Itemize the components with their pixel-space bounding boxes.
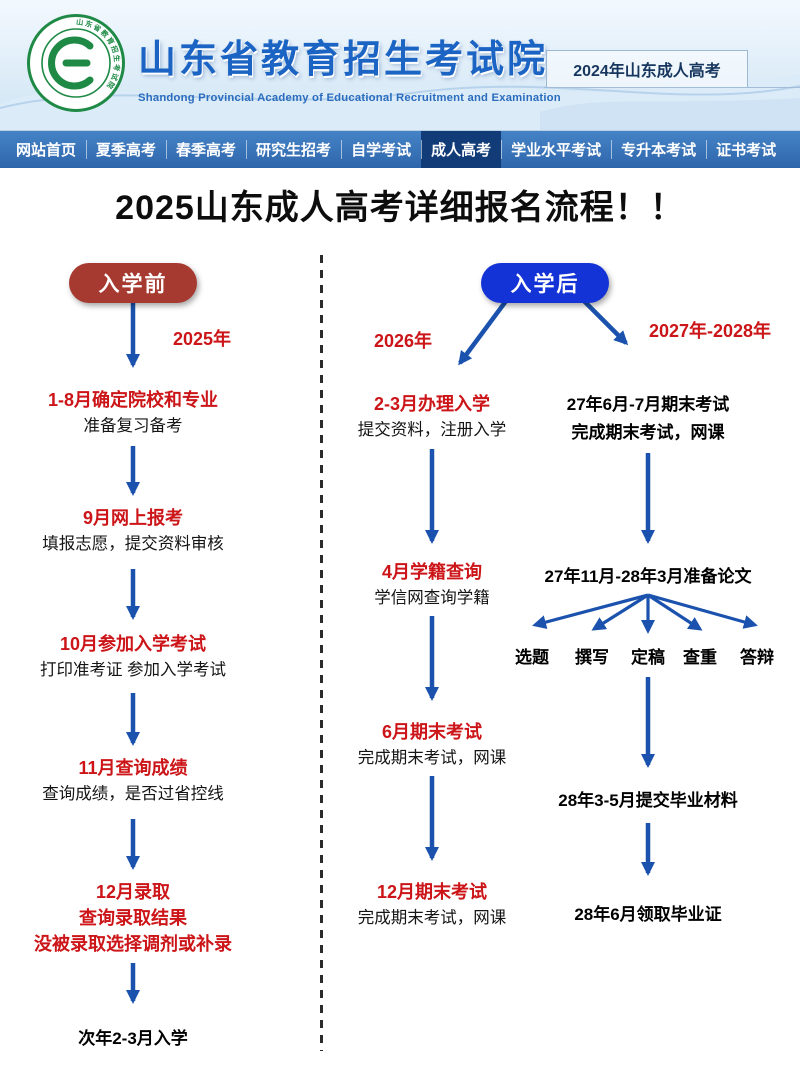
academy-emblem-icon: 山东省教育招生考试院 <box>27 14 125 112</box>
arrow-branch-right <box>582 299 629 346</box>
step-title: 10月参加入学考试 <box>59 634 207 654</box>
step-title: 28年6月领取毕业证 <box>574 905 722 924</box>
right-step-diploma: 28年6月领取毕业证 <box>488 901 800 929</box>
header-titles: 山东省教育招生考试院 Shandong Provincial Academy o… <box>138 28 561 104</box>
flowchart: 入学前 入学后 2025年 2026年 2027年-2028年 1-8月确定院校… <box>0 241 800 1066</box>
year-label-2026: 2026年 <box>373 331 433 351</box>
academy-logo[interactable]: 山东省教育招生考试院 <box>26 13 126 113</box>
site-header: 山东省教育招生考试院 山东省教育招生考试院 Shandong Provincia… <box>0 0 800 131</box>
thesis-item-plagiarism-check: 查重 <box>683 648 717 667</box>
header-mountains-decor <box>0 74 800 130</box>
thesis-item-writing: 撰写 <box>575 648 609 667</box>
step-desc: 完成期末考试，网课 <box>357 749 507 767</box>
step-line3: 没被录取选择调剂或补录 <box>34 934 232 954</box>
flow-step-3: 10月参加入学考试 打印准考证 参加入学考试 <box>0 631 278 683</box>
right-step-thesis: 27年11月-28年3月准备论文 <box>478 563 800 591</box>
nav-item-summer-gaokao[interactable]: 夏季高考 <box>86 131 166 168</box>
flow-step-5: 12月录取 查询录取结果 没被录取选择调剂或补录 <box>0 879 278 957</box>
flow-step-1: 1-8月确定院校和专业 准备复习备考 <box>0 387 278 439</box>
nav-item-spring-gaokao[interactable]: 春季高考 <box>166 131 246 168</box>
thesis-item-finalize: 定稿 <box>631 648 665 667</box>
step-desc: 完成期末考试，网课 <box>571 423 725 442</box>
nav-item-zhuanshengben-exam[interactable]: 专升本考试 <box>611 131 706 168</box>
year-label-2027-2028: 2027年-2028年 <box>648 321 772 341</box>
nav-item-adult-gaokao[interactable]: 成人高考 <box>421 131 502 168</box>
header-badge[interactable]: 2024年山东成人高考 <box>546 50 748 88</box>
step-title: 27年11月-28年3月准备论文 <box>544 567 752 586</box>
year-label-2025: 2025年 <box>172 329 232 349</box>
flow-step-2: 9月网上报考 填报志愿，提交资料审核 <box>0 505 278 557</box>
nav-item-self-study-exam[interactable]: 自学考试 <box>341 131 421 168</box>
arrow-fan-2 <box>591 593 649 631</box>
mid-step-3: 6月期末考试 完成期末考试，网课 <box>292 719 572 771</box>
step-title: 11月查询成绩 <box>78 758 188 778</box>
nav-item-site-home[interactable]: 网站首页 <box>16 142 77 159</box>
step-title: 6月期末考试 <box>381 722 482 742</box>
thesis-item-topic: 选题 <box>515 648 549 667</box>
pill-after-enrollment: 入学后 <box>481 263 609 303</box>
nav-item-graduate-admission[interactable]: 研究生招考 <box>246 131 341 168</box>
step-title: 2-3月办理入学 <box>373 394 490 414</box>
flow-step-4: 11月查询成绩 查询成绩，是否过省控线 <box>0 755 278 807</box>
nav-item-academic-level-exam[interactable]: 学业水平考试 <box>501 131 611 168</box>
step-title: 28年3-5月提交毕业材料 <box>558 791 738 810</box>
step-desc: 打印准考证 参加入学考试 <box>39 661 227 679</box>
step-desc: 学信网查询学籍 <box>374 589 490 607</box>
step-title: 9月网上报考 <box>82 508 183 528</box>
step-title: 12月期末考试 <box>376 882 488 902</box>
page-title: 2025山东成人高考详细报名流程！！ <box>115 189 685 227</box>
mid-step-1: 2-3月办理入学 提交资料，注册入学 <box>292 391 572 443</box>
step-desc: 准备复习备考 <box>83 417 183 435</box>
step-title: 27年6月-7月期末考试 <box>566 395 730 414</box>
dashed-divider <box>320 255 323 1051</box>
step-title: 4月学籍查询 <box>381 562 482 582</box>
step-desc: 完成期末考试，网课 <box>357 909 507 927</box>
main-nav: 网站首页 夏季高考 春季高考 研究生招考 自学考试 成人高考 学业水平考试 专升… <box>0 131 800 168</box>
title-band: 2025山东成人高考详细报名流程！！ <box>0 168 800 241</box>
final-label: 次年2-3月入学 <box>78 1029 188 1048</box>
site-subtitle: Shandong Provincial Academy of Education… <box>138 92 561 104</box>
step-line2: 查询录取结果 <box>79 908 187 928</box>
arrow-fan-5 <box>647 593 758 629</box>
mid-step-2: 4月学籍查询 学信网查询学籍 <box>292 559 572 611</box>
step-desc: 查询成绩，是否过省控线 <box>42 785 224 803</box>
arrow-branch-mid <box>458 299 508 366</box>
step-title: 12月录取 <box>95 882 171 902</box>
right-step-materials: 28年3-5月提交毕业材料 <box>488 787 800 815</box>
step-desc: 提交资料，注册入学 <box>357 421 507 439</box>
nav-item-certificate-exam[interactable]: 证书考试 <box>706 131 786 168</box>
step-title: 1-8月确定院校和专业 <box>47 390 218 410</box>
thesis-item-defense: 答辩 <box>740 648 774 667</box>
flow-final-step: 次年2-3月入学 <box>0 1025 278 1053</box>
header-badge-label: 2024年山东成人高考 <box>573 63 721 80</box>
right-step-exam: 27年6月-7月期末考试 完成期末考试，网课 <box>488 391 800 447</box>
header-badge-underline <box>544 87 800 88</box>
arrow-fan-4 <box>647 593 703 631</box>
site-title: 山东省教育招生考试院 <box>138 39 549 81</box>
step-desc: 填报志愿，提交资料审核 <box>42 535 224 553</box>
mid-step-4: 12月期末考试 完成期末考试，网课 <box>292 879 572 931</box>
pill-before-enrollment: 入学前 <box>69 263 197 303</box>
